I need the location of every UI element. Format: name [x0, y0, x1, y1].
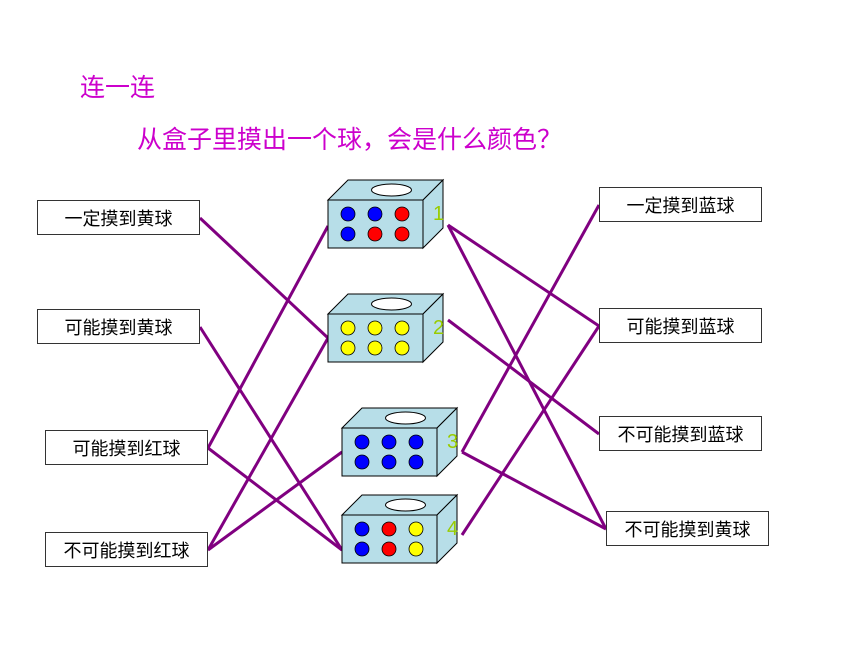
box-number: 2 [433, 317, 444, 339]
question-text: 从盒子里摸出一个球，会是什么颜色？ [137, 125, 563, 154]
ball-yellow [408, 541, 424, 557]
ball-yellow [340, 340, 356, 356]
box-1: 1 [326, 178, 445, 250]
connection-line-11 [461, 450, 607, 531]
box-4: 4 [340, 493, 459, 565]
ball-yellow [367, 320, 383, 336]
connection-line-3 [206, 225, 330, 449]
ball-blue [381, 454, 397, 470]
right-label-1[interactable]: 一定摸到蓝球 [599, 187, 762, 222]
right-label-4[interactable]: 不可能摸到黄球 [606, 511, 769, 546]
left-label-3[interactable]: 可能摸到红球 [45, 430, 208, 465]
ball-red [381, 541, 397, 557]
ball-yellow [340, 320, 356, 336]
left-label-4[interactable]: 不可能摸到红球 [45, 532, 208, 567]
ball-blue [354, 434, 370, 450]
box-2: 2 [326, 292, 445, 364]
connection-lines [198, 204, 608, 552]
box-number: 1 [433, 203, 444, 225]
ball-yellow [367, 340, 383, 356]
connection-line-7 [447, 223, 600, 328]
connection-line-9 [447, 318, 600, 436]
page-title: 连一连 [80, 73, 156, 102]
ball-red [394, 226, 410, 242]
ball-blue [367, 206, 383, 222]
ball-blue [354, 454, 370, 470]
connection-line-8 [446, 224, 608, 530]
right-label-2[interactable]: 可能摸到蓝球 [599, 308, 762, 343]
left-label-1[interactable]: 一定摸到黄球 [37, 200, 200, 235]
ball-blue [340, 206, 356, 222]
left-label-2[interactable]: 可能摸到黄球 [37, 309, 200, 344]
box-opening [371, 297, 412, 311]
ball-blue [354, 521, 370, 537]
ball-red [394, 206, 410, 222]
ball-yellow [394, 340, 410, 356]
right-label-3[interactable]: 不可能摸到蓝球 [599, 416, 762, 451]
ball-blue [381, 434, 397, 450]
connection-line-1 [198, 216, 330, 340]
box-opening [385, 498, 426, 512]
ball-blue [408, 434, 424, 450]
box-number: 4 [447, 518, 458, 540]
ball-yellow [408, 521, 424, 537]
box-3: 3 [340, 406, 459, 478]
ball-blue [340, 226, 356, 242]
ball-red [381, 521, 397, 537]
connection-line-4 [207, 446, 343, 552]
box-opening [385, 411, 426, 425]
connection-line-10 [460, 204, 601, 453]
ball-blue [354, 541, 370, 557]
ball-red [367, 226, 383, 242]
connection-line-6 [207, 450, 343, 552]
ball-yellow [394, 320, 410, 336]
box-opening [371, 183, 412, 197]
ball-blue [408, 454, 424, 470]
connection-line-12 [460, 325, 601, 536]
box-number: 3 [447, 431, 458, 453]
connection-line-5 [206, 337, 330, 551]
